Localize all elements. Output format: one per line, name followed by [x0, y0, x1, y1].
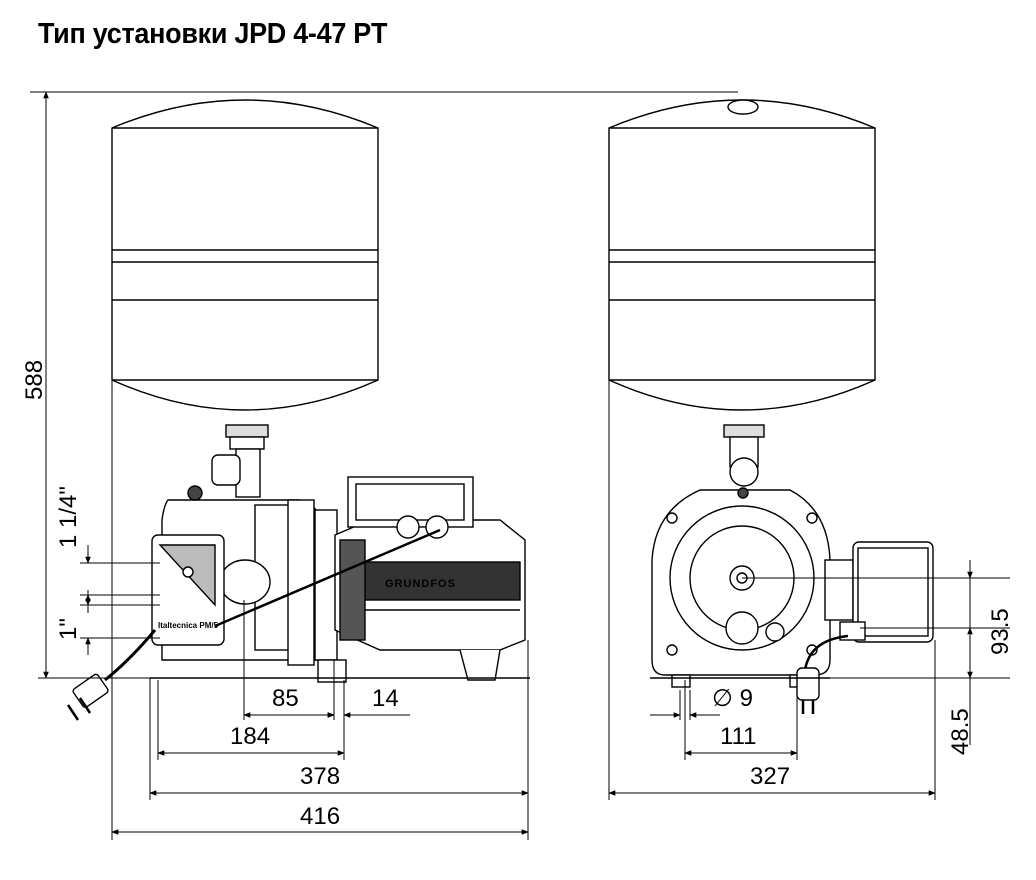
dim-hole-diameter: ∅ 9 — [712, 685, 753, 712]
dim-outlet-size: 1" — [55, 618, 82, 640]
dim-416: 416 — [300, 803, 340, 830]
front-pressure-tank — [608, 99, 876, 411]
front-cable-plug — [796, 634, 849, 714]
dim-378: 378 — [300, 763, 340, 790]
motor-brand-label: GRUNDFOS — [385, 578, 456, 590]
dim-111: 111 — [720, 723, 756, 750]
dim-48-5: 48.5 — [947, 708, 974, 755]
side-cable-plug — [66, 528, 441, 721]
dim-total-height: 588 — [21, 360, 48, 400]
dim-93-5: 93.5 — [987, 608, 1014, 655]
front-view — [608, 99, 934, 714]
dim-85: 85 — [272, 685, 299, 712]
side-connection-pipe — [211, 424, 269, 498]
side-pressure-tank — [111, 99, 379, 411]
dimension-lines — [30, 91, 1010, 840]
dim-327: 327 — [750, 763, 790, 790]
dim-inlet-size: 1 1/4" — [55, 486, 82, 548]
controller-label: Italtecnica PM/5 — [158, 621, 219, 630]
side-motor — [334, 476, 526, 681]
dim-184: 184 — [230, 723, 270, 750]
page-title: Тип установки JPD 4-47 PT — [38, 18, 388, 50]
front-controller — [824, 541, 934, 643]
front-pump-body — [651, 487, 831, 688]
front-connection-pipe — [723, 424, 765, 487]
dim-14: 14 — [372, 685, 399, 712]
side-view: GRUNDFOS Italtecnica PM/5 — [66, 99, 530, 721]
side-controller — [151, 534, 225, 646]
